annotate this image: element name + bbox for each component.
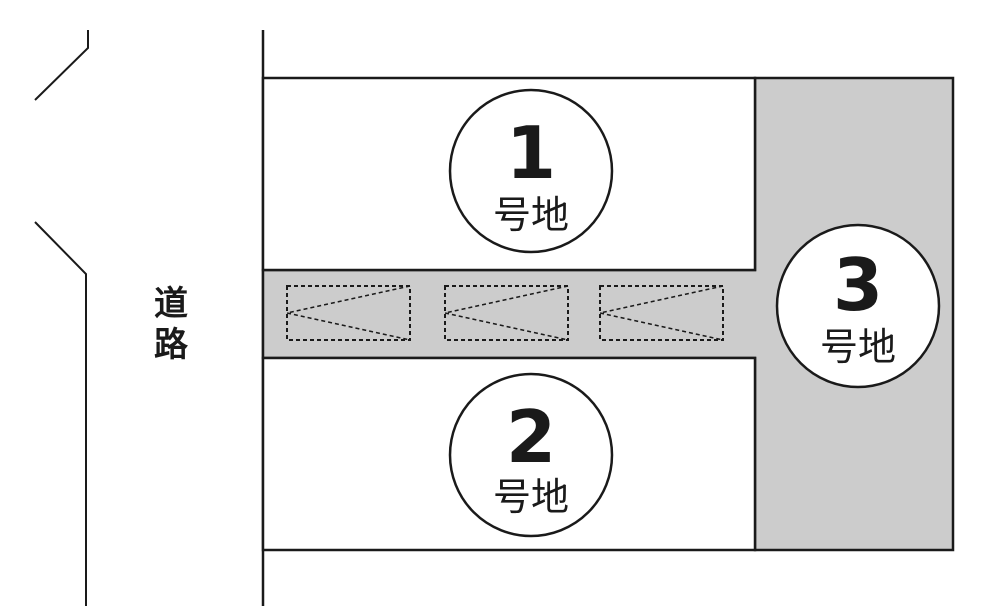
- lot-1-label: 号地: [493, 193, 569, 237]
- parking-space: [286, 285, 411, 341]
- road-label-bottom: 路: [154, 325, 189, 365]
- lot-1-number: 1: [506, 111, 556, 195]
- lot-2-badge: 2 号地: [448, 372, 614, 538]
- parking-space: [444, 285, 569, 341]
- lot-3-badge: 3 号地: [775, 223, 941, 389]
- lot-2-number: 2: [506, 395, 556, 479]
- lot-3-label: 号地: [820, 325, 896, 369]
- road-label-top: 道: [154, 284, 188, 324]
- lot-2-label: 号地: [493, 475, 569, 519]
- road-edge-lower: [34, 221, 87, 606]
- road-edge-upper: [34, 30, 89, 101]
- lot-1-badge: 1 号地: [448, 88, 614, 254]
- parking-space: [599, 285, 724, 341]
- lot-3-number: 3: [833, 243, 883, 327]
